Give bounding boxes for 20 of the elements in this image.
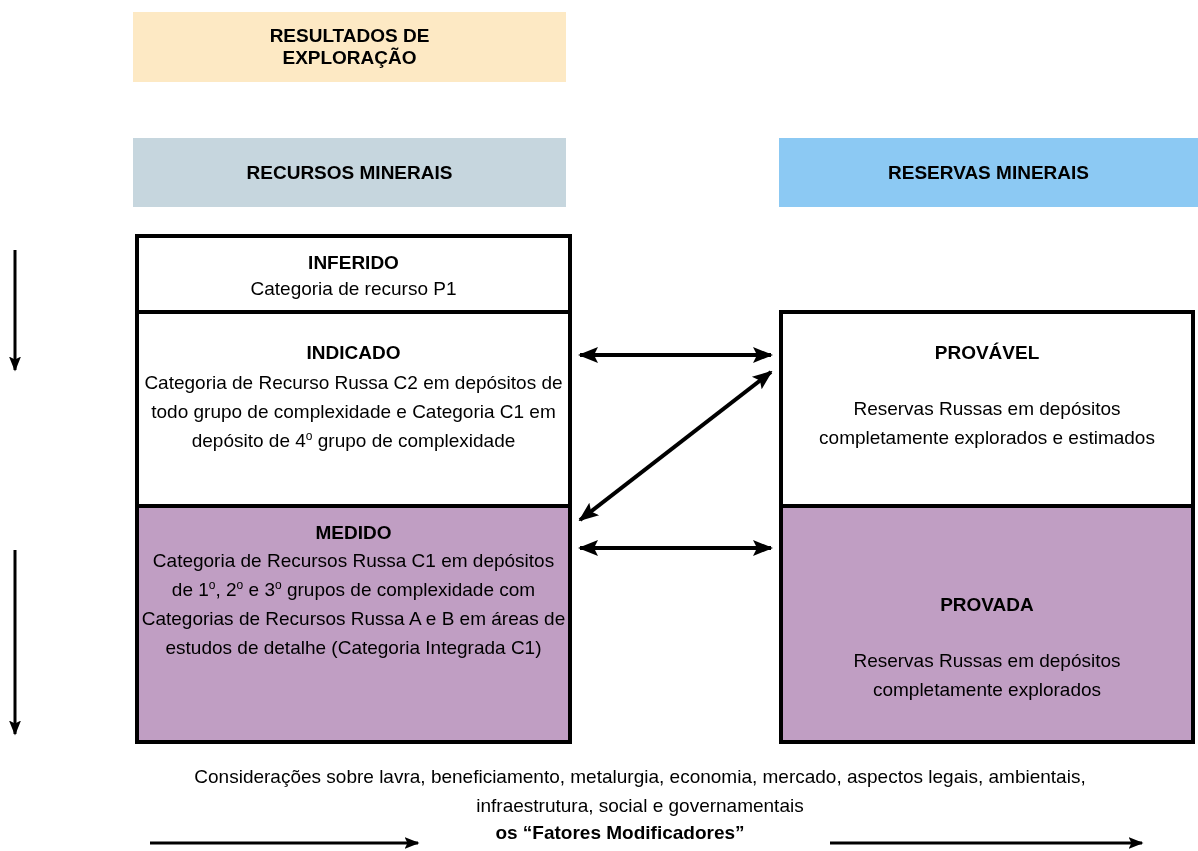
double-arrow	[578, 540, 773, 556]
header-band	[133, 138, 566, 207]
heading: MEDIDO	[315, 522, 392, 544]
description: Reservas Russas em depósitos completamente explorados	[852, 649, 1122, 702]
heading: PROVADA	[940, 594, 1034, 616]
heading: PROVÁVEL	[934, 342, 1040, 364]
heading: INDICADO	[306, 342, 401, 364]
caption-heading: os “Fatores Modificadores”	[494, 821, 746, 845]
heading: RESERVAS MINERAIS	[888, 161, 1089, 184]
header-band	[779, 138, 1198, 207]
heading: RECURSOS MINERAIS	[246, 161, 453, 184]
double-arrow	[578, 347, 773, 363]
double-arrow	[578, 370, 773, 522]
heading: INFERIDO	[308, 252, 399, 274]
description: Categoria de Recurso Russa C2 em depósitos de todo grupo de complexidade e Categoria C1 em depósito de 4$^{o}$ grupo de complexidade	[143, 371, 564, 453]
description: Categoria de recurso P1	[250, 277, 457, 301]
description: Categoria de Recursos Russa C1 em depósitos de 1$^{o}$, 2$^{o}$ e 3$^{o}$ grupos de complexidade com Categorias de Recursos Russa A e B em áreas de estudos de detalhe (Categoria Integrada C1)	[141, 549, 566, 660]
heading: RESULTADOS DE EXPLORAÇÃO	[268, 25, 431, 69]
header-band	[133, 12, 566, 82]
description: Reservas Russas em depósitos completamente explorados e estimados	[818, 397, 1156, 450]
